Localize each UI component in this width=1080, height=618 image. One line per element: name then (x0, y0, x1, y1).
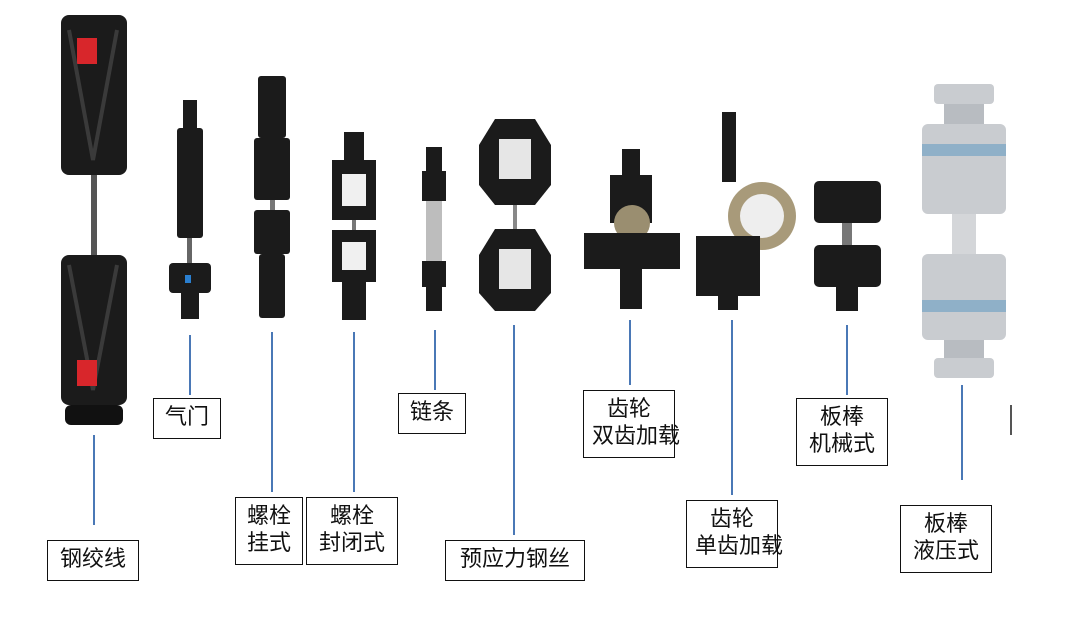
label-valve: 气门 (153, 398, 221, 439)
leader-line (513, 325, 515, 535)
label-gear-double-tooth: 齿轮 双齿加载 (583, 390, 680, 458)
plate-bar-hydraulic-fixture-image (922, 84, 1006, 378)
leader-line (434, 330, 436, 390)
bolt-hanging-fixture-image (254, 76, 290, 318)
leader-line (353, 332, 355, 492)
leader-line (731, 320, 733, 495)
steel-strand-fixture-image (61, 15, 127, 425)
leader-line (846, 325, 848, 395)
plate-bar-mechanical-fixture-image (814, 181, 881, 311)
label-bolt-hanging: 螺栓 挂式 (235, 497, 303, 565)
divider-mark (1010, 405, 1012, 435)
leader-line (93, 435, 95, 525)
bolt-closed-fixture-image (332, 132, 376, 320)
valve-fixture-image (169, 100, 211, 319)
leader-line (629, 320, 631, 385)
gear-single-tooth-fixture-image (696, 112, 796, 310)
label-plate-bar-hydraulic: 板棒 液压式 (900, 505, 992, 573)
label-plate-bar-mechanical: 板棒 机械式 (796, 398, 888, 466)
gear-double-tooth-fixture-image (584, 149, 680, 309)
label-steel-strand: 钢绞线 (47, 540, 139, 581)
leader-line (271, 332, 273, 492)
label-prestressed-wire: 预应力钢丝 (445, 540, 585, 581)
label-chain: 链条 (398, 393, 466, 434)
leader-line (189, 335, 191, 395)
label-gear-single-tooth: 齿轮 单齿加载 (686, 500, 783, 568)
chain-fixture-image (422, 147, 446, 311)
prestressed-wire-fixture-image (479, 119, 551, 311)
leader-line (961, 385, 963, 480)
label-bolt-closed: 螺栓 封闭式 (306, 497, 398, 565)
